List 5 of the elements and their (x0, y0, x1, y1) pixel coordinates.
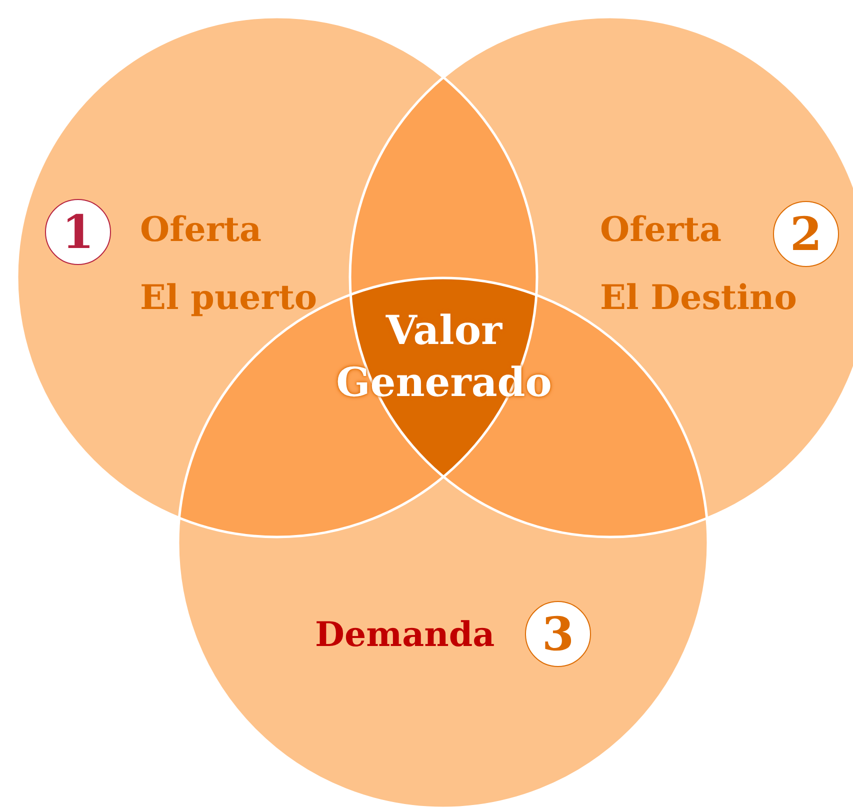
circle-label: El puerto (140, 277, 318, 320)
circle-label: Oferta (140, 209, 262, 252)
circle-label: Demanda (315, 614, 495, 657)
circle-label: Oferta (600, 209, 722, 252)
circle-label: El Destino (600, 277, 797, 320)
